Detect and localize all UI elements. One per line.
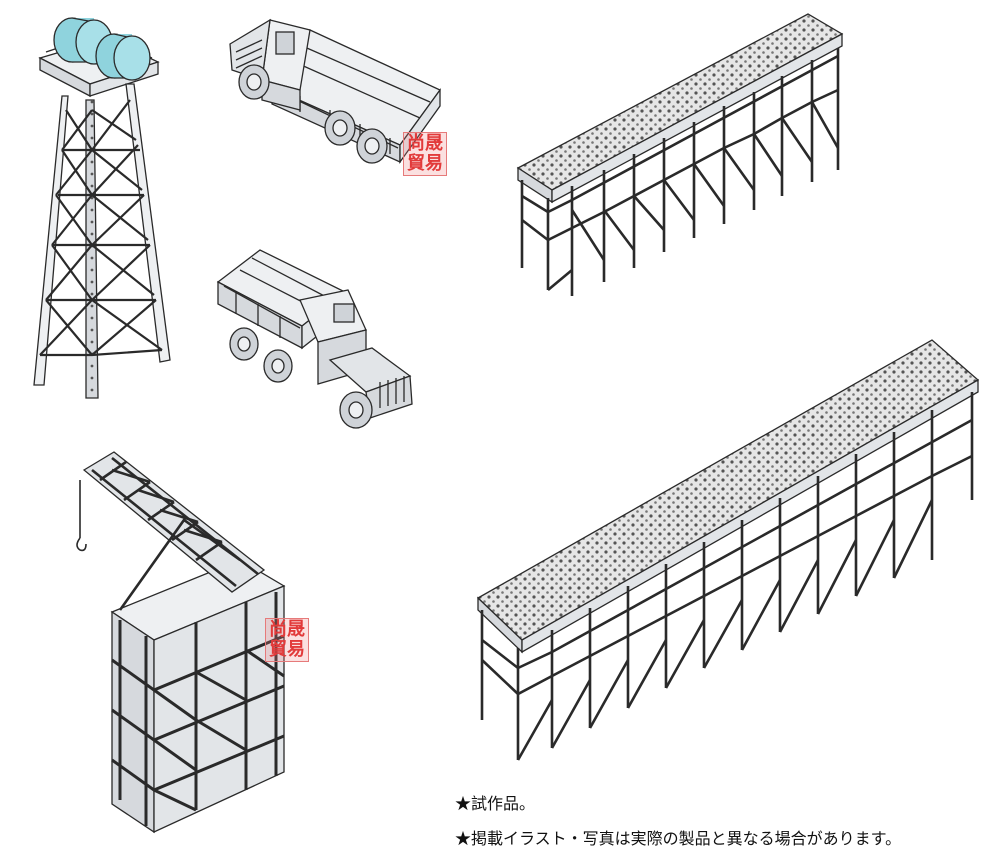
watermark-line2: 貿易 <box>407 153 443 174</box>
trestle-small-drawing <box>516 13 844 296</box>
watermark-line1: 尚晟 <box>407 133 443 154</box>
truck-middle-drawing <box>216 249 413 429</box>
water-tower-drawing <box>33 17 171 399</box>
disclaimer-note: ★掲載イラスト・写真は実際の製品と異なる場合があります。 <box>455 829 902 848</box>
hook-icon <box>76 480 87 552</box>
watermark-line1: 尚晟 <box>269 619 305 640</box>
watermark-line2: 貿易 <box>269 639 305 660</box>
crane-drawing <box>76 451 286 834</box>
wheel-icon <box>229 327 373 429</box>
watermark-stamp-crane: 尚晟 貿易 <box>265 618 309 662</box>
watermark-stamp-truck: 尚晟 貿易 <box>403 132 447 176</box>
truck-top-drawing <box>229 18 441 165</box>
trestle-large-drawing <box>476 339 980 761</box>
prototype-note: ★試作品。 <box>455 794 536 813</box>
tank-icon <box>53 17 151 81</box>
wheel-icon <box>238 64 388 164</box>
